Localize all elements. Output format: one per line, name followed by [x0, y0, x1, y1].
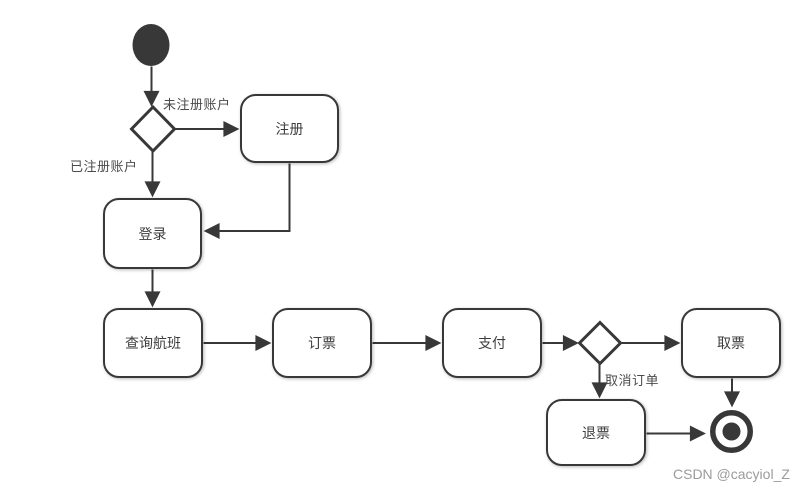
edge-label-unregistered-account: 未注册账户 — [163, 97, 231, 112]
edge-label-cancel-order: 取消订单 — [605, 373, 660, 388]
activity-login: 登录 — [103, 198, 202, 269]
activity-get-ticket: 取票 — [681, 308, 781, 378]
activity-pay: 支付 — [442, 308, 542, 378]
edge-register-to-login — [203, 163, 291, 239]
activity-search-flight: 查询航班 — [103, 308, 203, 378]
activity-book-ticket: 订票 — [272, 308, 372, 378]
csdn-watermark: CSDN @cacyiol_Z — [673, 466, 790, 482]
activity-register: 注册 — [240, 94, 339, 163]
activity-refund-ticket: 退票 — [546, 399, 646, 466]
decision1-account-diamond — [129, 104, 177, 154]
start-node — [132, 24, 170, 66]
decision2-order-diamond — [577, 320, 623, 366]
edge-label-registered-account: 已注册账户 — [70, 159, 138, 174]
end-node-inner-dot — [722, 422, 741, 441]
